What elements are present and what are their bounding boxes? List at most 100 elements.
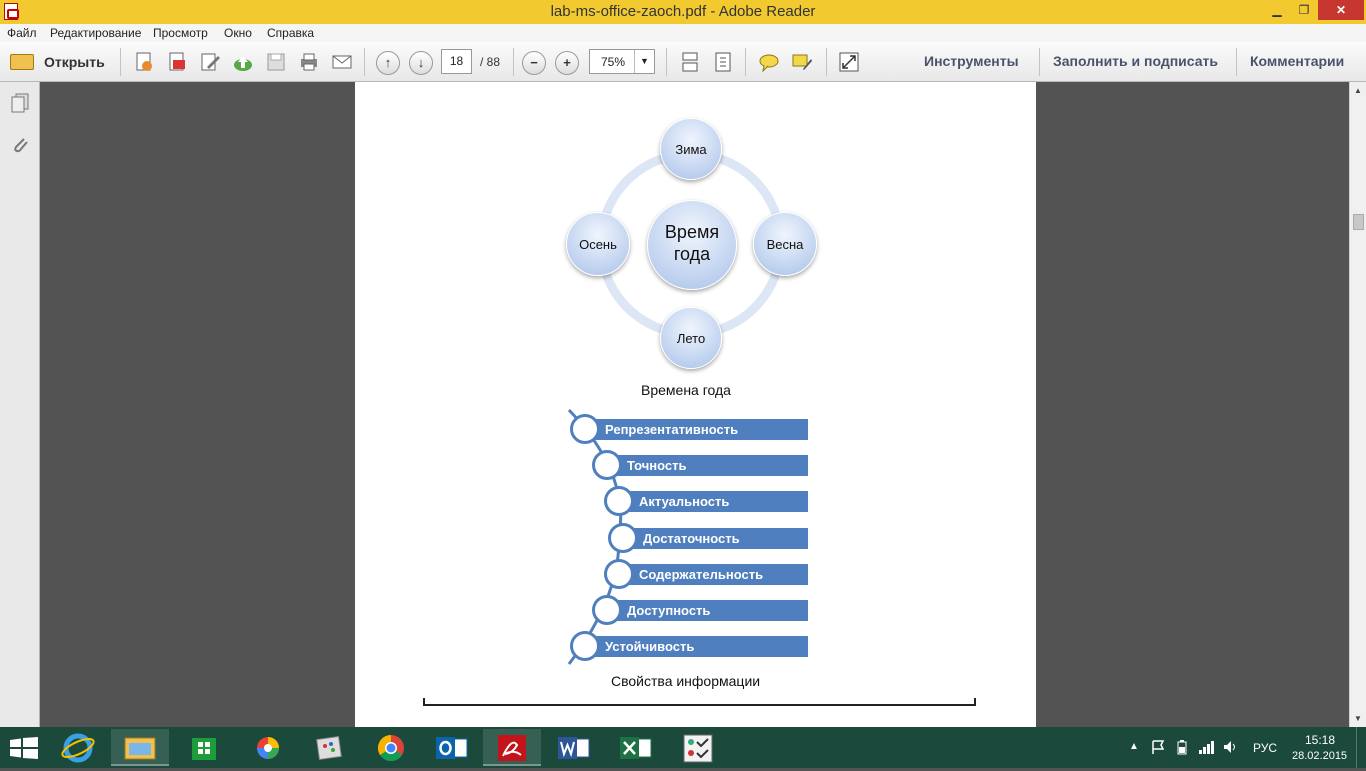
export-pdf-icon[interactable] — [166, 51, 188, 73]
page-divider — [423, 698, 976, 706]
cloud-upload-icon[interactable] — [232, 51, 254, 73]
maximize-button[interactable]: ❐ — [1298, 3, 1310, 17]
battery-icon[interactable] — [1174, 739, 1190, 755]
save-icon[interactable] — [265, 51, 287, 73]
close-button[interactable]: ✕ — [1318, 0, 1364, 20]
toolbar-separator — [364, 48, 365, 76]
taskbar-store[interactable] — [175, 729, 233, 766]
fit-page-icon[interactable] — [712, 51, 734, 73]
picasa-icon — [257, 737, 279, 759]
taskbar-tasks[interactable] — [669, 729, 727, 766]
toolbar-separator — [1039, 48, 1040, 76]
comments-pane-button[interactable]: Комментарии — [1250, 53, 1345, 69]
show-desktop-button[interactable] — [1356, 727, 1366, 768]
adobe-reader-icon — [4, 3, 19, 20]
next-page-button[interactable]: ↓ — [409, 51, 433, 75]
list-bullet — [592, 595, 622, 625]
menu-help[interactable]: Справка — [267, 26, 315, 40]
navigation-sidebar — [0, 82, 40, 727]
toolbar-separator — [826, 48, 827, 76]
edit-pdf-icon[interactable] — [199, 51, 221, 73]
windows-start-icon[interactable] — [10, 737, 38, 759]
title-bar: lab-ms-office-zaoch.pdf - Adobe Reader ▁… — [0, 0, 1366, 24]
list-item: Актуальность — [620, 491, 808, 512]
taskbar-chrome[interactable] — [362, 729, 420, 766]
scroll-thumb[interactable] — [1353, 214, 1364, 230]
toolbar-separator — [513, 48, 514, 76]
toolbar-separator — [745, 48, 746, 76]
previous-page-button[interactable]: ↑ — [376, 51, 400, 75]
zoom-select[interactable]: 75% ▼ — [589, 49, 655, 74]
tools-pane-button[interactable]: Инструменты — [924, 53, 1019, 69]
taskbar-paint[interactable] — [301, 729, 359, 766]
cycle-node-winter: Зима — [660, 118, 722, 180]
network-signal-icon[interactable] — [1198, 739, 1216, 755]
taskbar-word[interactable] — [545, 729, 603, 766]
list-item: Репрезентативность — [586, 419, 808, 440]
figure-caption-info-properties: Свойства информации — [611, 673, 761, 689]
zoom-in-button[interactable]: + — [555, 51, 579, 75]
pages-panel-icon[interactable] — [9, 92, 31, 114]
cycle-node-summer: Лето — [660, 307, 722, 369]
show-hidden-icons-button[interactable]: ▲ — [1129, 741, 1139, 752]
toolbar-separator — [120, 48, 121, 76]
open-button[interactable]: Открыть — [8, 50, 118, 74]
list-bullet — [604, 486, 634, 516]
chevron-down-icon[interactable]: ▼ — [634, 50, 654, 73]
menu-window[interactable]: Окно — [224, 26, 252, 40]
action-center-flag-icon[interactable] — [1150, 739, 1166, 755]
taskbar-picasa[interactable] — [239, 729, 297, 766]
taskbar-file-explorer[interactable] — [111, 729, 169, 766]
page-total: / 88 — [480, 55, 501, 69]
fill-sign-pane-button[interactable]: Заполнить и подписать — [1053, 53, 1218, 69]
list-item: Достаточность — [624, 528, 808, 549]
list-item: Устойчивость — [586, 636, 808, 657]
toolbar-separator — [1236, 48, 1237, 76]
taskbar-excel[interactable] — [607, 729, 665, 766]
highlight-text-icon[interactable] — [791, 51, 813, 73]
excel-icon — [620, 737, 652, 759]
clock-time[interactable]: 15:18 — [1305, 733, 1336, 747]
folder-icon — [124, 737, 156, 760]
store-icon — [192, 738, 216, 760]
menu-bar: Файл Редактирование Просмотр Окно Справк… — [0, 24, 1366, 42]
attachments-panel-icon[interactable] — [9, 134, 31, 156]
list-bullet — [604, 559, 634, 589]
vertical-scrollbar[interactable]: ▲ ▼ — [1349, 82, 1366, 727]
list-item: Точность — [608, 455, 808, 476]
word-icon — [558, 737, 590, 759]
checklist-icon — [683, 734, 713, 763]
chrome-icon — [377, 734, 404, 762]
email-icon[interactable] — [331, 51, 353, 73]
cycle-center-node: Время года — [647, 200, 737, 290]
zoom-out-button[interactable]: − — [522, 51, 546, 75]
list-bullet — [570, 631, 600, 661]
scroll-down-icon[interactable]: ▼ — [1354, 714, 1362, 723]
scroll-up-icon[interactable]: ▲ — [1354, 86, 1362, 95]
scrolling-mode-icon[interactable] — [679, 51, 701, 73]
sticky-note-icon[interactable] — [758, 51, 780, 73]
page-number-input[interactable]: 18 — [441, 49, 472, 74]
list-bullet — [608, 523, 638, 553]
create-pdf-icon[interactable] — [133, 51, 155, 73]
taskbar-adobe-reader[interactable] — [483, 729, 541, 766]
input-language[interactable]: РУС — [1253, 741, 1278, 755]
menu-edit[interactable]: Редактирование — [50, 26, 142, 40]
menu-file[interactable]: Файл — [7, 26, 37, 40]
menu-view[interactable]: Просмотр — [153, 26, 208, 40]
adobe-reader-icon — [498, 735, 526, 761]
toolbar: Открыть ↑ ↓ − + Инструменты Заполнить и … — [0, 42, 1366, 82]
volume-icon[interactable] — [1222, 739, 1240, 755]
taskbar-internet-explorer[interactable] — [49, 729, 107, 766]
clock-date[interactable]: 28.02.2015 — [1292, 750, 1348, 762]
outlook-icon — [436, 737, 468, 759]
list-bullet — [592, 450, 622, 480]
minimize-button[interactable]: ▁ — [1272, 3, 1282, 17]
print-icon[interactable] — [298, 51, 320, 73]
taskbar-outlook[interactable] — [423, 729, 481, 766]
pdf-page: Зима Весна Лето Осень Время года Времена… — [355, 82, 1036, 727]
full-screen-icon[interactable] — [838, 51, 860, 73]
zoom-value: 75% — [601, 55, 626, 69]
cycle-node-autumn: Осень — [566, 212, 630, 276]
internet-explorer-icon — [61, 733, 95, 763]
